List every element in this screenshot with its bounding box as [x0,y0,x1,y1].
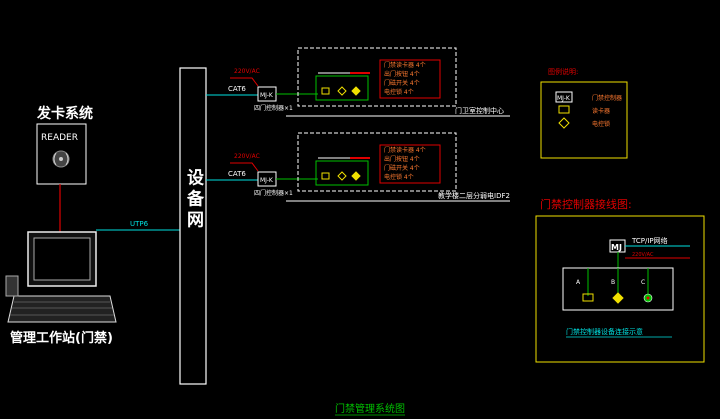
card-system-title: 发卡系统 [36,105,93,122]
reader-label: READER [41,133,78,143]
door2-location: 教学楼二层分弱电IDF2 [438,191,510,200]
door1-item-1: 门禁读卡器 4个 [384,61,426,69]
reader-box [36,123,87,185]
door1-controller-sub: 四门控制器×1 [254,104,293,112]
door1-item-3: 门磁开关 4个 [384,79,420,87]
door1-item-4: 电控锁 4个 [384,88,414,96]
wiring-title: 门禁控制器接线图: [540,197,632,211]
legend-text-3: 电控锁 [592,120,610,128]
door1-cable-label: CAT6 [228,85,246,93]
door2-cable-label: CAT6 [228,170,246,178]
door2-controller-sub: 四门控制器×1 [254,189,293,197]
door2-item-2: 出门按钮 4个 [384,155,420,163]
door2-item-4: 电控锁 4个 [384,173,414,181]
wiring-caption: 门禁控制器设备连接示意 [566,327,643,336]
door1-item-2: 出门按钮 4个 [384,70,420,78]
legend-title: 图例说明: [548,67,578,76]
wiring-controller: MJ [611,243,622,252]
door2-item-1: 门禁读卡器 4个 [384,146,426,154]
diagram-title: 门禁管理系统图 [335,402,405,415]
utp-label: UTP6 [130,220,149,228]
door2-zone-box [297,132,457,192]
reader-icon [52,150,70,168]
terminal-b: B [611,279,615,286]
door1-controller-label: MJ-K [260,92,274,99]
wiring-power-label: 220V/AC [632,252,654,258]
door-group-1: 220V/AC CAT6 MJ-K 四门控制器×1 门禁读卡器 4个 出门按钮 … [206,47,510,117]
workstation-icon [5,231,117,323]
network-bar [179,67,207,385]
terminal-c: C [641,279,645,286]
wiring-tcp-label: TCP/IP网络 [631,236,668,245]
legend-symbol-1: MJ-K [557,95,571,102]
door2-controller-label: MJ-K [260,177,274,184]
legend-text-2: 读卡器 [592,107,610,115]
terminal-a: A [576,279,581,286]
door-group-2: 220V/AC CAT6 MJ-K 四门控制器×1 门禁读卡器 4个 出门按钮 … [206,132,510,202]
legend: 图例说明: MJ-K 门禁控制器 读卡器 电控锁 [540,67,628,159]
door1-power-label: 220V/AC [234,68,260,75]
door2-item-3: 门磁开关 4个 [384,164,420,172]
wiring-diagram: 门禁控制器接线图: MJ TCP/IP网络 220V/AC A B C 门禁控制… [535,197,705,363]
workstation-label: 管理工作站(门禁) [10,330,113,346]
door1-location: 门卫室控制中心 [455,106,504,115]
network-label: 设备网 [183,168,205,231]
legend-text-1: 门禁控制器 [592,94,622,102]
door1-zone-box [297,47,457,107]
door2-power-label: 220V/AC [234,153,260,160]
